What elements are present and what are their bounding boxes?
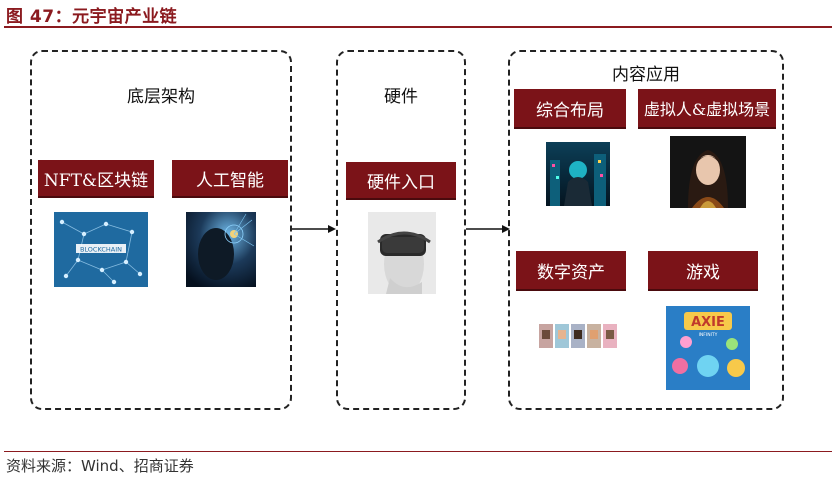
panel-base-label: 底层架构: [127, 87, 195, 107]
game-logo-icon: AXIE INFINITY: [666, 306, 750, 390]
comprehensive-layout-image: [546, 142, 610, 206]
ai-face-icon: [186, 212, 256, 287]
tag-comprehensive-layout: 综合布局: [514, 89, 626, 129]
title-divider: [4, 26, 832, 28]
digital-assets-image: [538, 322, 618, 352]
cyber-city-icon: [546, 142, 610, 206]
tag-ai: 人工智能: [172, 160, 288, 198]
source-note: 资料来源：Wind、招商证券: [6, 457, 194, 475]
game-logo-text: AXIE: [691, 315, 725, 330]
ai-face-image: [186, 212, 256, 287]
game-image: AXIE INFINITY: [666, 306, 750, 390]
blockchain-network-icon: BLOCKCHAIN: [54, 212, 148, 287]
figure-title: 图 47：元宇宙产业链: [6, 7, 178, 27]
source-divider: [4, 451, 832, 452]
tag-hardware-entry: 硬件入口: [346, 162, 456, 200]
panel-content-label: 内容应用: [612, 65, 680, 85]
panel-base-layer: [30, 50, 292, 410]
panel-hardware: [336, 50, 466, 410]
arrow-hardware-to-content: [466, 225, 510, 233]
blockchain-image: BLOCKCHAIN: [54, 212, 148, 287]
tag-games: 游戏: [648, 251, 758, 291]
vr-headset-image: [368, 212, 436, 294]
virtual-human-image: [670, 136, 746, 208]
panel-content: [508, 50, 784, 410]
game-logo-subtext: INFINITY: [699, 332, 718, 338]
tag-virtual-human-scene: 虚拟人&虚拟场景: [638, 89, 776, 129]
tag-nft-blockchain: NFT&区块链: [38, 160, 154, 198]
panel-hardware-label: 硬件: [384, 87, 418, 107]
tag-digital-assets: 数字资产: [516, 251, 626, 291]
blockchain-label: BLOCKCHAIN: [80, 246, 122, 254]
vr-headset-icon: [368, 212, 436, 294]
nft-avatars-icon: [538, 322, 618, 352]
virtual-human-icon: [670, 136, 746, 208]
arrow-base-to-hardware: [292, 225, 336, 233]
